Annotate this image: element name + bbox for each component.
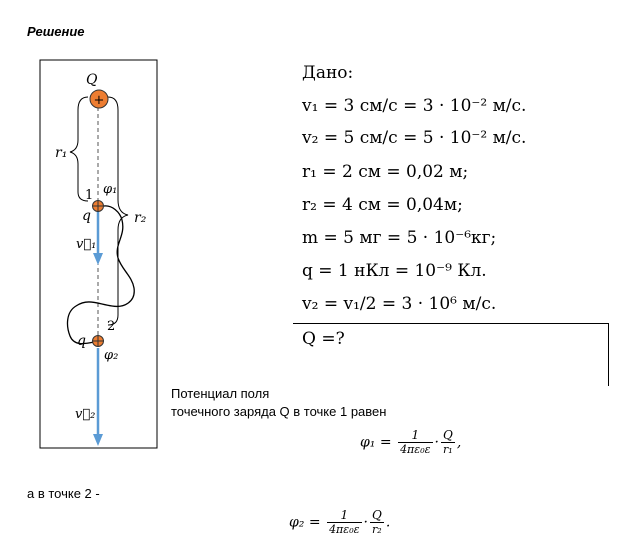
label-Q: Q — [86, 72, 98, 88]
charge-Q-circle — [89, 89, 109, 109]
solution-heading: Решение — [27, 24, 85, 39]
v2-arrow-head — [93, 434, 103, 446]
given-line-r2: r₂ = 4 см = 0,04м; — [302, 195, 463, 215]
given-line-m: m = 5 мг = 5 · 10⁻⁶кг; — [302, 228, 497, 248]
given-line-v1: v₁ = 3 см/с = 3 · 10⁻² м/с. — [302, 96, 527, 116]
given-line-r1: r₁ = 2 см = 0,02 м; — [302, 162, 469, 182]
label-point1: 1 — [85, 188, 93, 203]
label-v2: v⃗₂ — [75, 407, 95, 422]
r2-bracket — [107, 96, 129, 326]
v1-arrow-head — [93, 253, 103, 265]
given-line-v2: v₂ = 5 см/с = 5 · 10⁻² м/с. — [302, 128, 527, 148]
r1-bracket — [69, 96, 89, 202]
label-r1: r₁ — [55, 145, 67, 161]
given-divider — [293, 323, 609, 324]
text-potential-field: Потенциал поля — [171, 386, 270, 401]
find-line: Q =? — [302, 329, 345, 349]
text-point-charge: точечного заряда Q в точке 1 равен — [171, 404, 387, 419]
text-point2: а в точке 2 - — [27, 486, 100, 501]
physics-diagram: + Q r₁ r₂ 1 φ₁ q v⃗₁ 2 q φ₂ v⃗₂ — [39, 59, 158, 449]
label-q-top: q — [82, 208, 91, 224]
given-vertical-rule — [608, 323, 609, 386]
label-phi2: φ₂ — [104, 348, 118, 363]
given-line-v2-relation: v₂ = v₁/2 = 3 · 10⁶ м/с. — [302, 294, 497, 314]
label-v1: v⃗₁ — [76, 237, 96, 252]
given-line-q: q = 1 нКл = 10⁻⁹ Кл. — [302, 261, 487, 281]
label-r2: r₂ — [134, 210, 147, 226]
label-phi1: φ₁ — [103, 182, 117, 197]
label-q-bottom: q — [77, 333, 86, 349]
plus-sign: + — [94, 93, 105, 108]
given-title: Дано: — [302, 63, 354, 83]
charge-path — [66, 205, 135, 345]
diagram-frame — [39, 59, 158, 449]
label-point2: 2 — [107, 319, 115, 334]
